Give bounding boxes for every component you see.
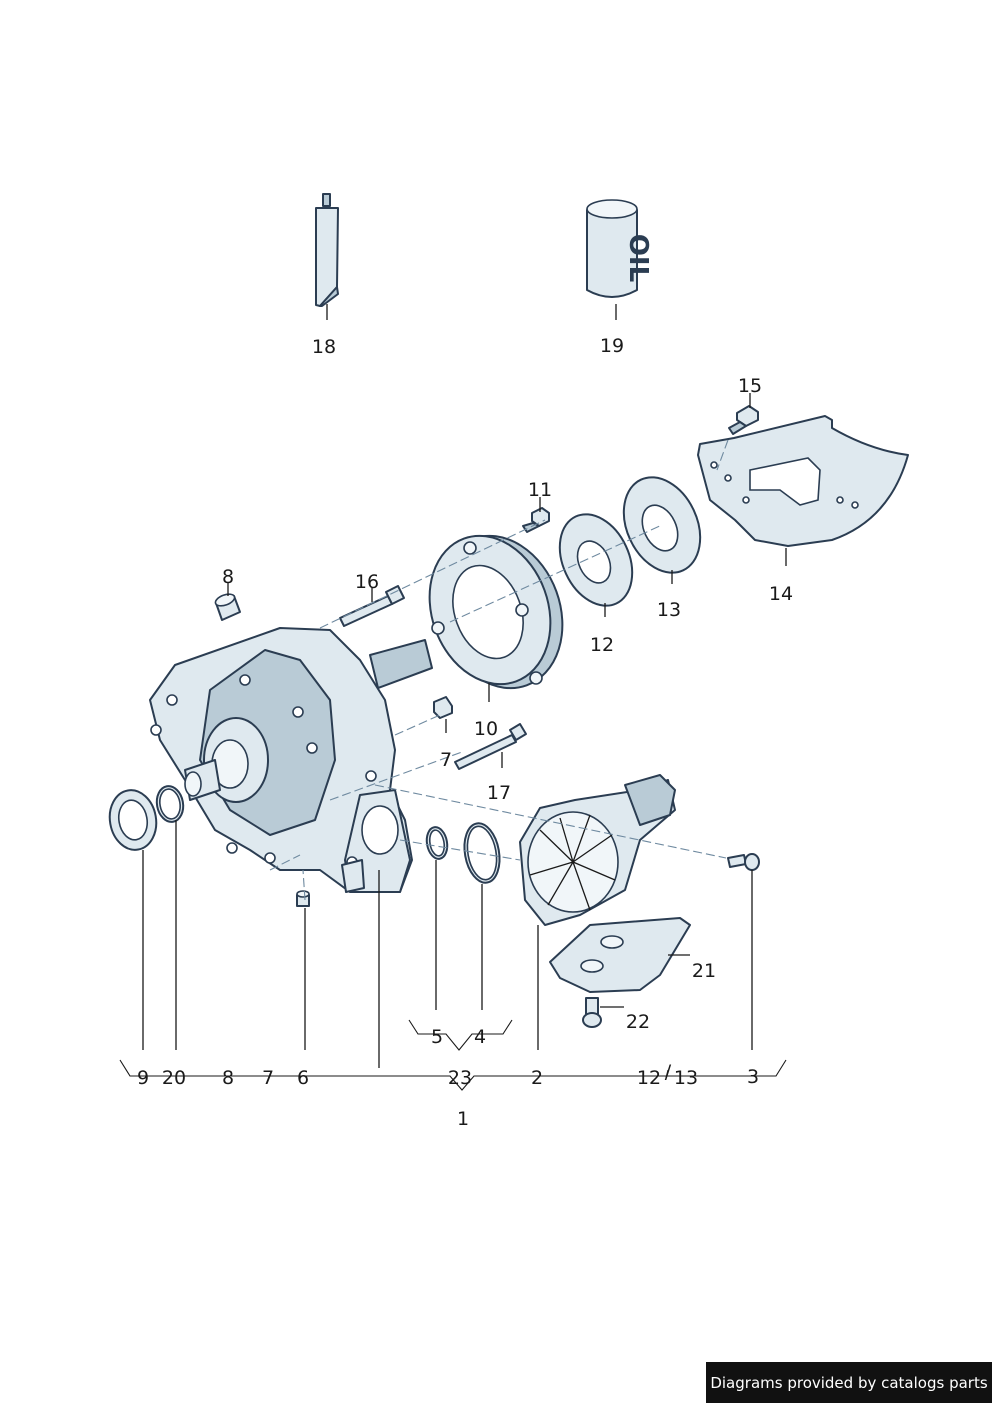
callout-7-mid: 7 <box>440 749 452 771</box>
part-19-oil-canister: OIL <box>586 199 653 298</box>
assembly-callout: 1 <box>457 1108 469 1130</box>
group-brackets <box>119 1019 787 1091</box>
part-4-o-ring <box>463 822 501 884</box>
part-6-plug <box>296 890 310 907</box>
callout-17: 17 <box>487 782 511 804</box>
part-10-coupling-ring <box>428 534 564 690</box>
callout-labels: 18 19 15 11 8 16 14 13 12 10 7 17 21 22 … <box>137 335 793 1130</box>
final-drive-housing <box>149 627 433 893</box>
bottom-callout: 3 <box>747 1066 759 1088</box>
bottom-callout: 23 <box>448 1067 472 1089</box>
footer-banner: Diagrams provided by catalogs parts <box>706 1362 992 1403</box>
part-18-sealant-tube <box>315 193 339 307</box>
part-12-seal <box>558 513 634 607</box>
bottom-callout: 6 <box>297 1067 309 1089</box>
callout-5: 5 <box>431 1026 443 1048</box>
part-22-bolt <box>582 997 602 1028</box>
part-13-seal <box>622 476 702 574</box>
callout-18: 18 <box>312 336 336 358</box>
bottom-callout: 8 <box>222 1067 234 1089</box>
leader-lines <box>142 304 787 1068</box>
callout-12: 12 <box>590 634 614 656</box>
callout-13: 13 <box>657 599 681 621</box>
part-7-bolt <box>433 696 453 719</box>
callout-8-top: 8 <box>222 566 234 588</box>
part-15-bolt <box>728 405 759 435</box>
part-9-seal <box>108 789 158 851</box>
part-20-o-ring <box>155 785 185 823</box>
callout-11: 11 <box>528 479 552 501</box>
callout-10: 10 <box>474 718 498 740</box>
part-5-o-ring <box>425 826 449 860</box>
part-21-filter-plate <box>549 917 691 993</box>
bottom-callout: 12 <box>637 1067 661 1089</box>
oil-logo: OIL <box>623 234 653 282</box>
bottom-callout: 7 <box>262 1067 274 1089</box>
part-8-plug <box>214 593 241 621</box>
bottom-callout-separator: / <box>665 1061 672 1083</box>
bottom-callout: 9 <box>137 1067 149 1089</box>
callout-14: 14 <box>769 583 793 605</box>
assembly-axes <box>269 439 729 901</box>
bottom-callout: 20 <box>162 1067 186 1089</box>
part-14-heat-shield <box>697 415 909 547</box>
bottom-callout: 2 <box>531 1067 543 1089</box>
callout-19: 19 <box>600 335 624 357</box>
callout-21: 21 <box>692 960 716 982</box>
callout-4: 4 <box>474 1026 486 1048</box>
part-2-actuator <box>519 774 676 926</box>
part-3-bolt <box>727 853 760 871</box>
callout-22: 22 <box>626 1011 650 1033</box>
callout-16: 16 <box>355 571 379 593</box>
part-17-long-bolt <box>454 723 527 770</box>
callout-15: 15 <box>738 375 762 397</box>
bottom-callout: 13 <box>674 1067 698 1089</box>
